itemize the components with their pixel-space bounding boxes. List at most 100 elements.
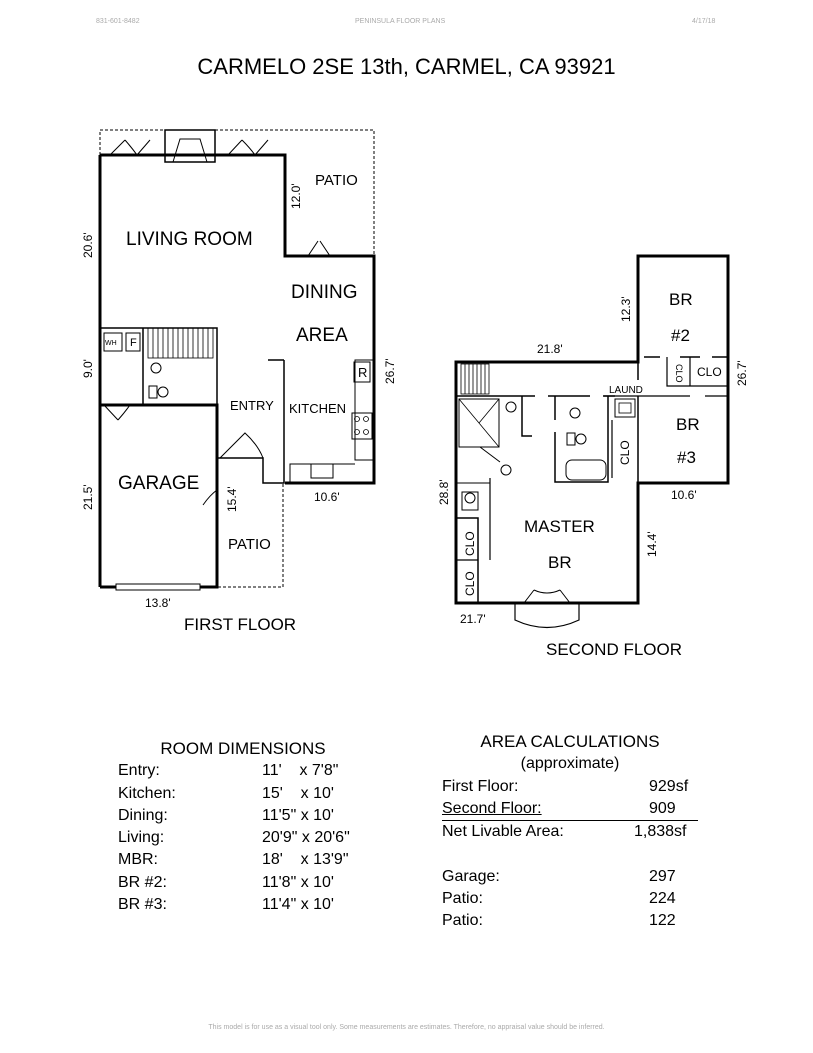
area-label: Garage: [442,867,500,885]
dim-10-6-second: 10.6' [671,488,697,502]
dim-28-8: 28.8' [437,479,451,505]
label-clo-master-2: CLO [463,571,477,596]
table-row: Entry:11' x 7'8" [118,760,358,782]
dim-21-7: 21.7' [460,612,486,626]
dim-15-4: 15.4' [225,486,239,512]
dim-21-5: 21.5' [81,484,95,510]
dim-12-0: 12.0' [289,183,303,209]
fireplace [164,129,216,163]
label-water-heater: WH [105,340,117,347]
garage-door [115,583,201,591]
table-row: First Floor: 929sf [442,776,698,798]
kitchen-sink [310,463,334,479]
label-entry: ENTRY [230,398,274,413]
area-label: Net Livable Area: [442,823,564,841]
dim-26-7-first: 26.7' [383,358,397,384]
area-label: First Floor: [442,777,519,795]
label-clo-master-1: CLO [463,531,477,556]
room-name: Dining: [118,806,168,824]
room-dim: 11'4" x 10' [262,896,334,914]
table-row: Kitchen:15' x 10' [118,783,358,805]
caption-first-floor: FIRST FLOOR [184,615,296,634]
table-row: Dining: 11'5" x 10' [118,805,358,827]
label-dining-area: AREA [296,325,348,346]
label-br3-num: #3 [677,448,696,467]
room-dimensions-table: ROOM DIMENSIONS Entry:11' x 7'8" Kitchen… [118,738,358,916]
area-value: 122 [649,912,676,930]
dim-26-7-second: 26.7' [735,360,749,386]
room-name: Living: [118,829,165,847]
room-dim: 11'5" x 10' [262,806,334,824]
area-calculations-subtitle: (approximate) [520,755,620,773]
header-company: PENINSULA FLOOR PLANS [355,18,446,25]
room-dim: 11' x 7'8" [262,762,339,780]
garage-wall [100,403,219,589]
stairs-second [460,363,490,395]
table-row: BR #2: 11'8" x 10' [118,872,358,894]
washer [614,398,636,418]
label-furnace: F [130,337,137,349]
label-master: MASTER [524,517,595,536]
header-phone: 831-601-8482 [96,18,140,25]
room-name: Kitchen: [118,784,176,802]
label-refrigerator: R [358,365,367,380]
area-label: Patio: [442,912,483,930]
table-row: Garage:297 [442,866,698,888]
room-dim: 18' x 13'9" [262,851,349,869]
table-row: MBR: 18' x 13'9" [118,849,358,871]
area-value: 909 [649,799,676,817]
label-laundry: LAUND [609,385,643,396]
label-clo-bath: CLO [618,440,632,465]
furnace [125,332,141,352]
label-clo-br2: CLO [697,365,722,379]
page-title: CARMELO 2SE 13th, CARMEL, CA 93921 [197,54,616,79]
patio-bottom-boundary [216,458,284,588]
label-living-room: LIVING ROOM [126,229,253,250]
bathtub [565,459,607,481]
area-value: 1,838sf [634,823,687,841]
label-patio-bottom: PATIO [228,536,271,553]
caption-second-floor: SECOND FLOOR [546,640,682,659]
dim-12-3: 12.3' [619,296,633,322]
label-patio-top: PATIO [315,172,358,189]
shower [458,398,500,448]
room-name: BR #3: [118,896,167,914]
label-master-br: BR [548,553,572,572]
table-row: Second Floor: 909 [442,798,698,822]
room-dim: 11'8" x 10' [262,873,334,891]
table-row: Net Livable Area: 1,838sf [442,821,698,843]
dim-14-4: 14.4' [645,531,659,557]
label-garage: GARAGE [118,473,199,494]
area-value: 929sf [649,777,689,795]
table-row: Patio: 122 [442,910,698,932]
room-dimensions-title: ROOM DIMENSIONS [160,739,326,758]
area-calculations-title: AREA CALCULATIONS [480,732,660,751]
table-row: Patio: 224 [442,888,698,910]
label-br2-num: #2 [671,326,690,345]
dim-9-0: 9.0' [81,359,95,378]
patio-top-boundary [99,129,375,256]
table-row: Living: 20'9" x 20'6" [118,827,358,849]
dim-20-6: 20.6' [81,232,95,258]
dim-21-8: 21.8' [537,342,563,356]
area-value: 224 [649,890,676,908]
stairs-first [147,327,214,359]
label-br3: BR [676,415,700,434]
water-heater [103,332,123,352]
refrigerator [353,361,371,383]
second-floor-outer-wall [454,254,730,605]
room-dim: 20'9" x 20'6" [262,829,350,847]
room-name: MBR: [118,851,158,869]
label-dining: DINING [291,282,358,303]
range [351,412,373,440]
room-name: BR #2: [118,873,167,891]
area-label: Patio: [442,890,483,908]
dim-10-6-first: 10.6' [314,490,340,504]
first-floor-outer-wall [100,153,376,485]
table-row: BR #3: 11'4" x 10' [118,894,358,916]
bay-window [514,603,580,629]
area-label: Second Floor: [442,799,542,817]
spacer [442,843,698,865]
header-date: 4/17/18 [692,18,716,25]
